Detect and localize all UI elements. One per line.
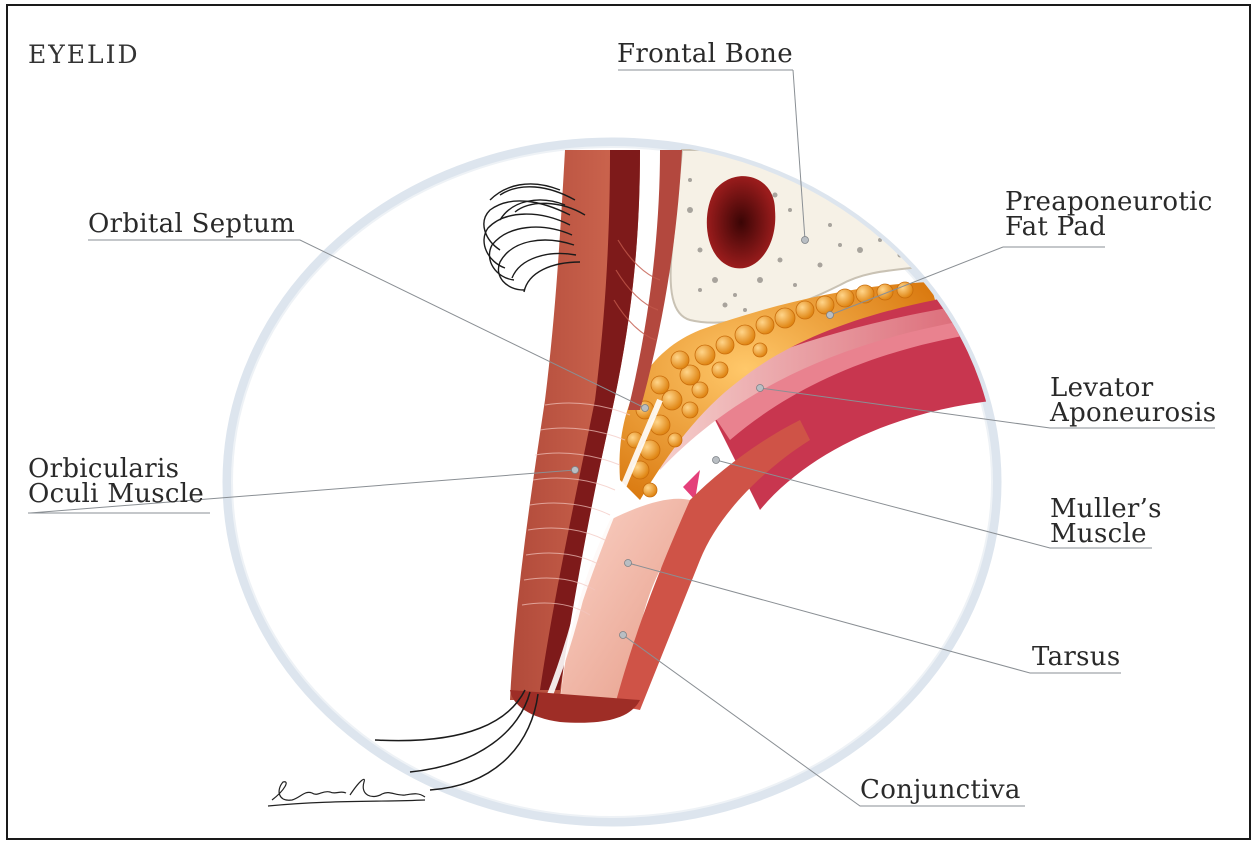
label-mullers-muscle: Muller’s Muscle <box>1050 497 1162 547</box>
label-line: Oculi Muscle <box>28 482 204 507</box>
artist-signature <box>268 779 425 806</box>
label-conjunctiva: Conjunctiva <box>860 778 1021 803</box>
diagram-title: EYELID <box>28 40 140 69</box>
label-tarsus: Tarsus <box>1032 645 1120 670</box>
label-line: Fat Pad <box>1005 215 1213 240</box>
label-frontal-bone: Frontal Bone <box>617 42 793 67</box>
label-preaponeurotic-fat-pad: Preaponeurotic Fat Pad <box>1005 190 1213 240</box>
lower-eyelashes <box>375 690 538 790</box>
label-levator-aponeurosis: Levator Aponeurosis <box>1050 376 1216 426</box>
label-line: Aponeurosis <box>1050 401 1216 426</box>
label-line: Muscle <box>1050 522 1162 547</box>
label-orbicularis-oculi-muscle: Orbicularis Oculi Muscle <box>28 457 204 507</box>
label-orbital-septum: Orbital Septum <box>88 212 295 237</box>
